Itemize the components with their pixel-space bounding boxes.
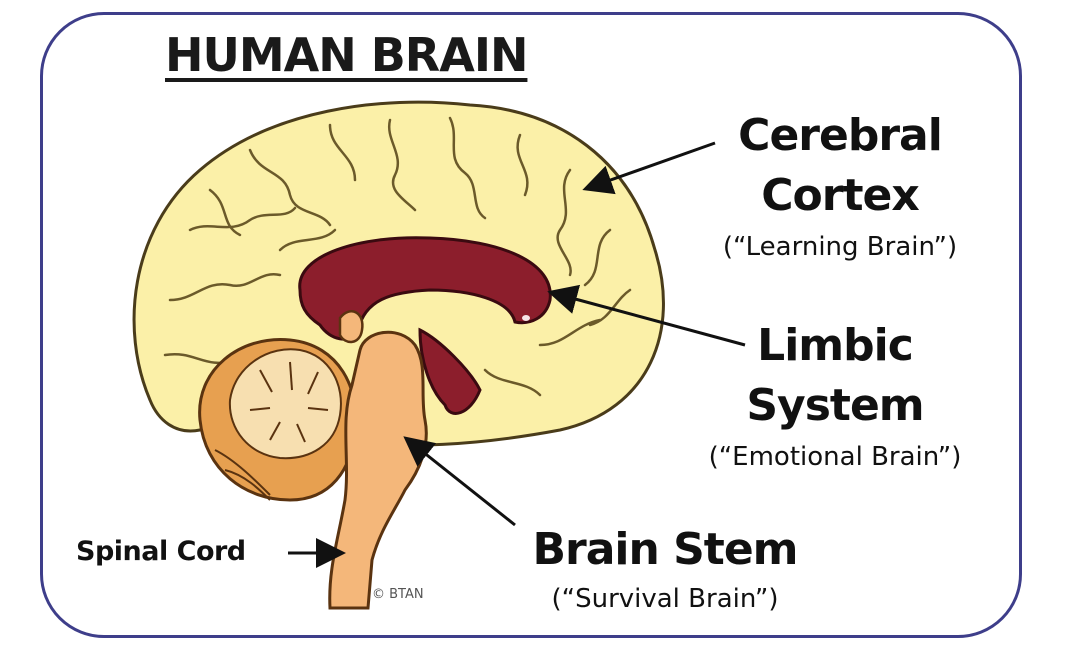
arrow-limbic-system (547, 284, 746, 347)
brain-stem-shape (328, 330, 428, 610)
cortex-folds (163, 116, 632, 397)
spinal-cord-label: Spinal Cord (76, 536, 246, 567)
arrow-brain-stem (403, 436, 516, 527)
limbic-system-shape (298, 236, 552, 415)
cerebral-cortex-sub: (“Learning Brain”) (722, 232, 958, 262)
limbic-system-line1: Limbic (757, 320, 914, 371)
copyright-note: © BTAN (372, 587, 424, 602)
cerebral-cortex-line1: Cerebral (738, 110, 943, 161)
cerebral-cortex-label: Cerebral Cortex (725, 106, 955, 226)
arrow-cerebral-cortex (582, 141, 716, 195)
brain-stem-sub: (“Survival Brain”) (551, 584, 779, 614)
cerebral-cortex-line2: Cortex (761, 170, 919, 221)
limbic-system-label: Limbic System (720, 316, 950, 436)
diagram-title: HUMAN BRAIN (165, 28, 528, 82)
limbic-system-line2: System (746, 380, 924, 431)
limbic-system-sub: (“Emotional Brain”) (708, 442, 962, 472)
brain-stem-label: Brain Stem (532, 524, 798, 575)
